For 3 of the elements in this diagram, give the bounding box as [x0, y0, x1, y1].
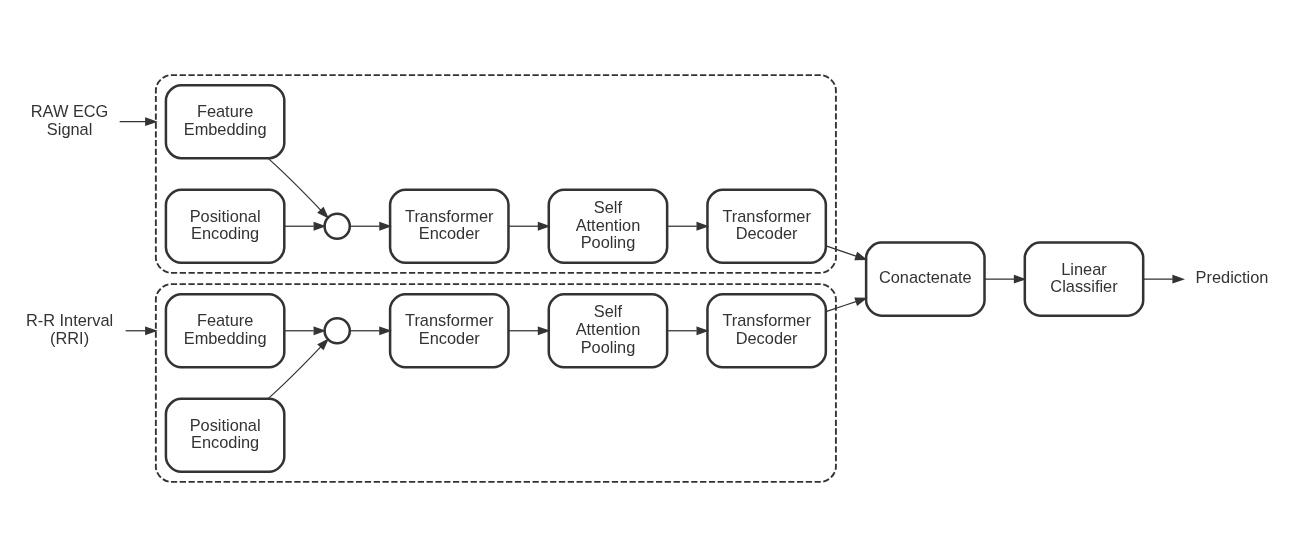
node-text: R-R Interval (RRI): [25, 310, 114, 347]
node-text: RAW ECG Signal: [30, 101, 109, 138]
node-text: Prediction: [1195, 267, 1269, 286]
